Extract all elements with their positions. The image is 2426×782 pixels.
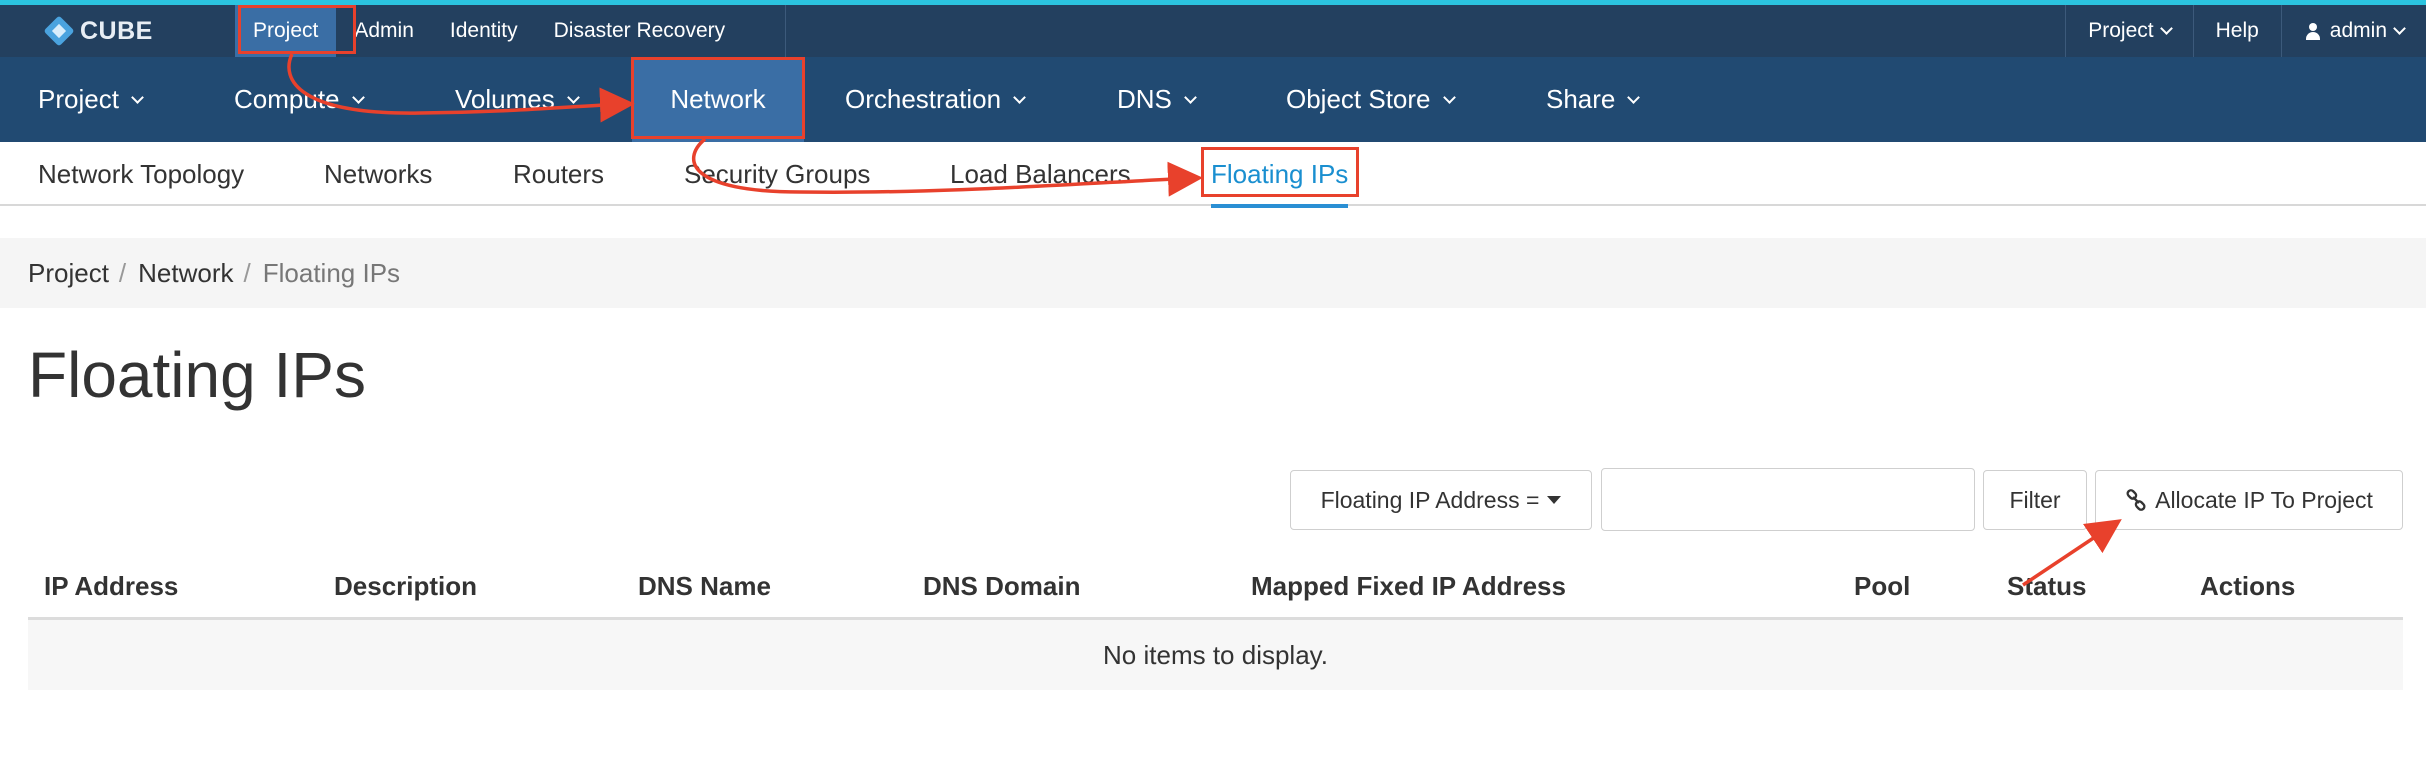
top-nav-admin[interactable]: Admin [354, 19, 414, 42]
chevron-down-icon [351, 90, 365, 104]
chevron-down-icon [2393, 22, 2406, 35]
link-icon [2126, 489, 2146, 511]
table-header: IP Address Description DNS Name DNS Doma… [28, 552, 2403, 620]
annotation-highlight-project [238, 5, 356, 54]
column-dns-name[interactable]: DNS Name [638, 570, 771, 601]
annotation-highlight-floating-ips [1201, 147, 1359, 197]
tab-floating-ips[interactable]: Floating IPs [1211, 142, 1349, 208]
main-nav-project[interactable]: Project [38, 57, 144, 142]
allocate-ip-label: Allocate IP To Project [2155, 486, 2373, 513]
filter-field-select[interactable]: Floating IP Address = [1290, 470, 1592, 530]
tab-network-topology[interactable]: Network Topology [38, 158, 245, 189]
filter-field-label: Floating IP Address = [1320, 486, 1540, 513]
top-right-menu: Project Help admin [2065, 5, 2426, 57]
main-nav-compute-label: Compute [234, 84, 340, 114]
main-nav-network[interactable]: Network [632, 57, 804, 142]
breadcrumb-network[interactable]: Network [138, 257, 234, 288]
empty-table-row: No items to display. [28, 620, 2403, 690]
breadcrumb-project[interactable]: Project [28, 257, 109, 288]
main-nav-volumes[interactable]: Volumes [455, 57, 580, 142]
main-nav: Project Compute Volumes Network Orchestr… [0, 57, 2426, 142]
main-nav-orchestration-label: Orchestration [845, 84, 1002, 114]
project-dropdown[interactable]: Project [2065, 5, 2192, 57]
active-tab-underline [1211, 204, 1349, 208]
top-nav-project[interactable]: Project [235, 5, 337, 57]
column-pool[interactable]: Pool [1854, 570, 1911, 601]
column-ip-address[interactable]: IP Address [44, 570, 179, 601]
annotation-highlight-network [631, 57, 805, 139]
main-nav-dns-label: DNS [1117, 84, 1172, 114]
tab-load-balancers[interactable]: Load Balancers [950, 158, 1131, 189]
main-nav-compute[interactable]: Compute [234, 57, 365, 142]
chevron-down-icon [1627, 90, 1641, 104]
main-nav-orchestration[interactable]: Orchestration [845, 57, 1026, 142]
top-bar: CUBE Project Admin Identity Disaster Rec… [0, 0, 2426, 57]
filter-input[interactable] [1601, 468, 1975, 531]
user-icon [2304, 22, 2322, 40]
brand-name: CUBE [80, 16, 153, 45]
breadcrumb: Project / Network / Floating IPs [0, 238, 2426, 308]
column-dns-domain[interactable]: DNS Domain [923, 570, 1081, 601]
chevron-down-icon [1442, 90, 1456, 104]
user-name: admin [2329, 19, 2387, 42]
breadcrumb-floating-ips: Floating IPs [262, 257, 401, 288]
column-mapped-fixed-ip[interactable]: Mapped Fixed IP Address [1251, 570, 1566, 601]
allocate-ip-button[interactable]: Allocate IP To Project [2095, 470, 2403, 530]
user-menu[interactable]: admin [2280, 5, 2426, 57]
chevron-down-icon [2159, 22, 2173, 35]
brand-logo[interactable]: CUBE [43, 11, 153, 51]
tab-routers[interactable]: Routers [513, 158, 605, 189]
main-nav-dns[interactable]: DNS [1117, 57, 1197, 142]
main-nav-share[interactable]: Share [1546, 57, 1641, 142]
chevron-down-icon [1013, 90, 1026, 104]
main-nav-project-label: Project [38, 84, 119, 114]
tab-security-groups[interactable]: Security Groups [684, 158, 871, 189]
column-status[interactable]: Status [2007, 570, 2087, 601]
top-nav-divider [785, 5, 786, 57]
help-link[interactable]: Help [2192, 5, 2281, 57]
page-title: Floating IPs [28, 339, 366, 411]
tab-networks[interactable]: Networks [324, 158, 433, 189]
top-nav-disaster-recovery[interactable]: Disaster Recovery [553, 19, 726, 42]
main-nav-share-label: Share [1546, 84, 1616, 114]
breadcrumb-separator: / [118, 257, 127, 288]
tab-floating-ips-label: Floating IPs [1211, 158, 1349, 189]
column-actions: Actions [2200, 570, 2296, 601]
chevron-down-icon [131, 90, 144, 104]
chevron-down-icon [1184, 90, 1197, 104]
breadcrumb-separator: / [243, 257, 251, 288]
caret-down-icon [1547, 496, 1562, 504]
main-nav-object-store-label: Object Store [1286, 84, 1431, 114]
main-nav-object-store[interactable]: Object Store [1286, 57, 1456, 142]
column-description[interactable]: Description [334, 570, 478, 601]
main-nav-volumes-label: Volumes [455, 84, 555, 114]
top-nav-identity[interactable]: Identity [449, 19, 518, 42]
project-dropdown-label: Project [2088, 19, 2154, 42]
cube-logo-icon [43, 15, 75, 47]
main-nav-network-label: Network [670, 84, 766, 114]
top-nav: Project Admin Identity Disaster Recovery [235, 5, 743, 57]
help-label: Help [2215, 19, 2259, 42]
filter-button[interactable]: Filter [1983, 470, 2087, 530]
chevron-down-icon [566, 90, 580, 104]
